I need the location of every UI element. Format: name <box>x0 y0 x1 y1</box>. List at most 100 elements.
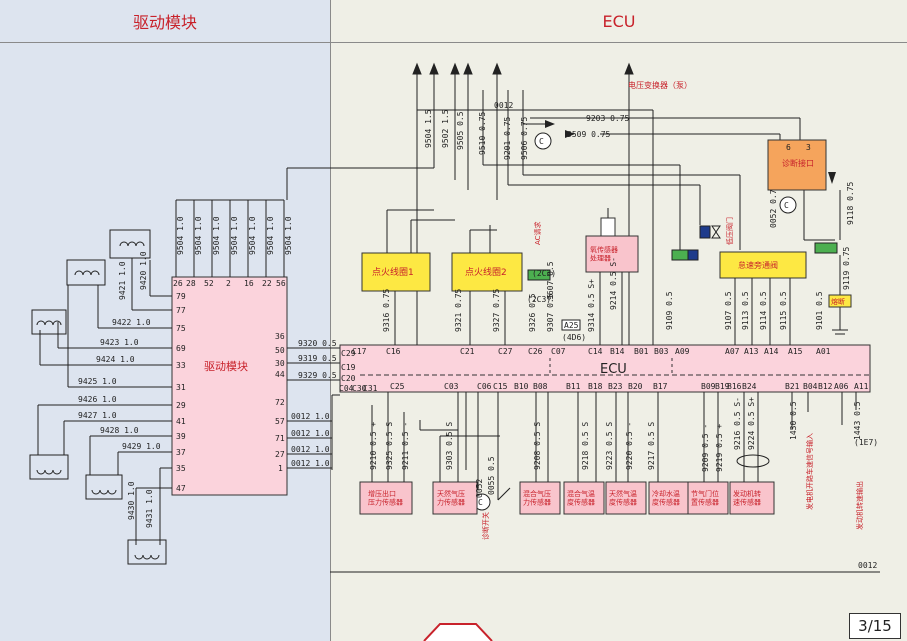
ecu-bottom-pin: C15 <box>493 382 508 391</box>
bottom-wire-label: 0052 <box>475 479 484 498</box>
mid-wire-label: 9607 0.5 <box>546 261 555 300</box>
mid-wire-label: 9321 0.75 <box>454 288 463 332</box>
ecu-bottom-pin: B08 <box>533 382 548 391</box>
shield-icon <box>736 454 770 468</box>
ecu-top-pin: A14 <box>764 347 779 356</box>
dm-right-wire-labels: 9320 0.5 9319 0.5 9329 0.5 0012 1.0 0012… <box>291 339 337 468</box>
dm-top-wires <box>175 167 434 277</box>
ecu-bottom-pin: A11 <box>854 382 869 391</box>
sensor-label: 增压出口压力传感器 <box>368 489 403 506</box>
c2c3-label: (2C3) <box>527 295 551 304</box>
sensor-label: 天然气压力传感器 <box>437 489 465 506</box>
mid-wire-label: 9307 0.5 <box>546 293 555 332</box>
ecu-top-pins: C17 C16 C21 C27 C26 C07 C14 B14 B01 B03 … <box>352 347 831 356</box>
svg-text:C: C <box>784 201 789 210</box>
sensor-label: 混合气压力传感器 <box>523 489 551 506</box>
ecu-top-pin: A07 <box>725 347 740 356</box>
ecu-bottom-pin: B21 <box>785 382 800 391</box>
dm-left-wire-label: 9426 1.0 <box>78 395 117 404</box>
ecu-left-pin: C30 <box>352 384 367 393</box>
d406-label: (4D6) <box>562 333 586 342</box>
dm-top-pin: 52 <box>204 279 214 288</box>
mix-pressure-sensor <box>519 481 561 515</box>
ecu-bottom-pin: B23 <box>608 382 623 391</box>
green-connectors <box>527 225 838 281</box>
ecu-left-pin: C20 <box>341 374 356 383</box>
dm-right-wire-label: 9329 0.5 <box>298 371 337 380</box>
ecu-bottom-pin: B11 <box>566 382 581 391</box>
top-wire-label: 9504 1.5 <box>424 109 433 148</box>
idle-valve-label: 怠速旁通阀 <box>738 260 778 270</box>
ecu-bottom-pin: B19 <box>715 382 730 391</box>
ecu-bottom-pin: B16 <box>727 382 742 391</box>
up-arrow-icon <box>463 62 473 75</box>
connector-c-icon <box>534 132 552 150</box>
dm-right-pin: 57 <box>275 417 285 426</box>
bottom-wire-label: 1443 0.5 <box>853 401 862 440</box>
dm-left-pin: 41 <box>176 417 186 426</box>
dm-left-wire-label: 9431 1.0 <box>145 489 154 528</box>
page-indicator: 3/15 <box>849 613 901 639</box>
dm-top-wire-label: 9504 1.0 <box>248 216 257 255</box>
drive-module-header: 驱动模块 <box>0 0 330 43</box>
bottom-wire-labels: 9210 0.5 + 9325 0.5 S 9211 0.5 - 9303 0.… <box>369 397 877 570</box>
ecu-bottom-pin: C06 <box>477 382 492 391</box>
top-wires <box>417 90 848 345</box>
ecu-top-pin: C21 <box>460 347 475 356</box>
dm-left-wire-label: 9421 1.0 <box>118 261 127 300</box>
ecu-bottom-pin: B20 <box>628 382 643 391</box>
inductor-icon <box>109 229 151 259</box>
mid-wire-label: 9115 0.5 <box>779 291 788 330</box>
bottom-wire-label: 9216 0.5 S- <box>733 397 742 450</box>
dm-left-wire-label: 9430 1.0 <box>127 481 136 520</box>
bottom-wire-label: 9219 0.5 + <box>715 424 724 472</box>
dm-right-wires <box>287 347 340 470</box>
sensor-label: 节气门位置传感器 <box>691 489 719 506</box>
dm-top-pin: 16 <box>244 279 254 288</box>
svg-text:6: 6 <box>786 143 791 152</box>
bottom-wire-label: 9209 0.5 - <box>701 424 710 472</box>
ecu-bottom-pin: C03 <box>444 382 459 391</box>
bottom-wire-label: 9210 0.5 + <box>369 422 378 470</box>
dm-left-pin: 31 <box>176 383 186 392</box>
svg-text:3: 3 <box>806 143 811 152</box>
boost-pressure-sensor <box>359 481 413 515</box>
ecu-bottom-pin: B24 <box>742 382 757 391</box>
ecu-top-pin: A01 <box>816 347 831 356</box>
ie7-label: (1E7) <box>854 438 878 447</box>
bottom-wire-label: 9223 0.5 S <box>605 422 614 470</box>
mid-wire-label: 9327 0.75 <box>492 288 501 332</box>
bottom-wire-label: 0012 <box>858 561 877 570</box>
ecu-header: ECU <box>331 0 907 43</box>
mid-wire-label: 9113 0.5 <box>741 291 750 330</box>
dm-right-pin: 44 <box>275 370 285 379</box>
dm-top-wire-label: 9504 1.0 <box>194 216 203 255</box>
dm-right-wire-label: 9320 0.5 <box>298 339 337 348</box>
ecu-left-pins: C29 C19 C20 C04 C30 C31 <box>339 349 378 393</box>
dm-left-pin: 69 <box>176 344 186 353</box>
inductor-icon <box>29 454 69 480</box>
dm-right-wire-label: 0012 1.0 <box>291 429 330 438</box>
ecu-top-pin: C16 <box>386 347 401 356</box>
up-arrow-icon <box>412 62 422 75</box>
ecu-left-pin: C04 <box>339 384 354 393</box>
mid-wire-label: 9214 0.5 S- <box>609 257 618 310</box>
diag-port-label: 诊断接口 <box>782 158 814 168</box>
inductor-icon <box>85 474 123 500</box>
c2c3-label: (2C3) <box>532 269 556 278</box>
voltage-converter-label: 电压变换器（泵） <box>628 80 692 90</box>
gas-pressure-sensor <box>432 481 478 515</box>
dm-left-pin: 79 <box>176 292 186 301</box>
dm-left-wire-label: 9429 1.0 <box>122 442 161 451</box>
inductor-icon <box>31 309 67 335</box>
dm-right-pin: 30 <box>275 359 285 368</box>
up-arrow-icon <box>429 62 439 75</box>
fuse <box>828 294 852 308</box>
dm-top-pin: 26 <box>173 279 183 288</box>
inductor-icons <box>29 229 167 565</box>
ecu-bottom-pin: C25 <box>390 382 405 391</box>
connector-icon <box>687 249 699 261</box>
top-wire-labels: 9504 1.5 9502 1.5 9505 0.5 9510 0.75 920… <box>424 101 855 290</box>
scroll-up-tab[interactable] <box>423 623 493 641</box>
